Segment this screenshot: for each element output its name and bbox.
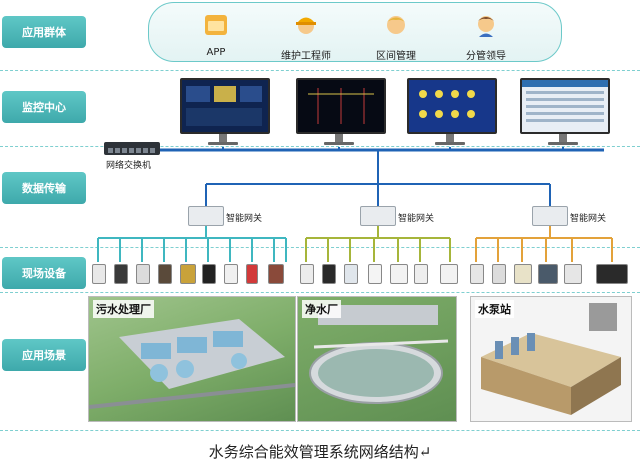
layer-label-field-devices: 现场设备 (2, 257, 86, 289)
manager-icon (387, 16, 405, 34)
field-device-camera (440, 264, 458, 284)
switch-ports-icon (108, 148, 155, 153)
scene-pump-station: 水泵站 (470, 296, 632, 422)
group-item-engineer: 维护工程师 (261, 11, 351, 62)
field-device-display (564, 264, 582, 284)
layer-label-application-scenes: 应用场景 (2, 339, 86, 371)
group-label: 维护工程师 (281, 51, 331, 62)
field-device-sensor (414, 264, 428, 284)
field-device-controller (114, 264, 128, 284)
gateway-label: 智能网关 (398, 214, 435, 224)
monitor-dashboard-2 (296, 78, 386, 145)
field-device-meter (322, 264, 336, 284)
field-device-meter (136, 264, 150, 284)
gateway-2 (360, 206, 396, 226)
field-device-panel (158, 264, 172, 284)
field-device-meter (92, 264, 106, 284)
gateway-label: 智能网关 (226, 214, 263, 224)
field-device-extinguisher (246, 264, 258, 284)
diagram-caption: 水务综合能效管理系统网络结构↵ (208, 443, 432, 461)
scene-title: 净水厂 (302, 300, 341, 318)
field-device-breaker (390, 264, 408, 284)
field-device-cabinet (596, 264, 628, 284)
layer-label-data-transfer: 数据传输 (2, 172, 86, 204)
switch-label: 网络交换机 (106, 161, 152, 171)
field-device-pump (268, 264, 284, 284)
monitor-dashboard-3 (407, 78, 497, 145)
field-device-meter (470, 264, 484, 284)
monitor-dashboard-1 (180, 78, 270, 145)
layer-label-application-group: 应用群体 (2, 16, 86, 48)
gateway-label: 智能网关 (570, 214, 607, 224)
group-label: 区间管理 (376, 51, 416, 62)
layer-label-monitor-center: 监控中心 (2, 91, 86, 123)
field-device-speaker (368, 264, 382, 284)
engineer-icon (296, 17, 316, 34)
gateway-1 (188, 206, 224, 226)
scene-title: 水泵站 (475, 300, 514, 318)
field-device-ups (202, 264, 216, 284)
field-device-panel (538, 264, 558, 284)
field-device-sensor (300, 264, 314, 284)
group-item-manager: 区间管理 (351, 11, 441, 62)
scene-sewage-plant: 污水处理厂 (88, 296, 296, 422)
field-device-cabinet (224, 264, 238, 284)
field-device-generator (180, 264, 196, 284)
group-label: 分管领导 (466, 51, 506, 62)
leader-icon (478, 16, 494, 37)
gateway-3 (532, 206, 568, 226)
group-label: APP (206, 47, 226, 58)
application-group-box: APP 维护工程师 区间管理 分管领导 (148, 2, 562, 62)
app-icon (205, 15, 227, 35)
field-device-sensor (344, 264, 358, 284)
field-device-meter (514, 264, 532, 284)
network-lines (97, 147, 613, 262)
field-device-meter (492, 264, 506, 284)
monitor-dashboard-4 (520, 78, 610, 145)
network-switch (104, 142, 160, 155)
scene-title: 污水处理厂 (93, 300, 154, 318)
scene-water-plant: 净水厂 (297, 296, 457, 422)
group-item-app: APP (171, 11, 261, 58)
group-item-leader: 分管领导 (441, 11, 531, 62)
